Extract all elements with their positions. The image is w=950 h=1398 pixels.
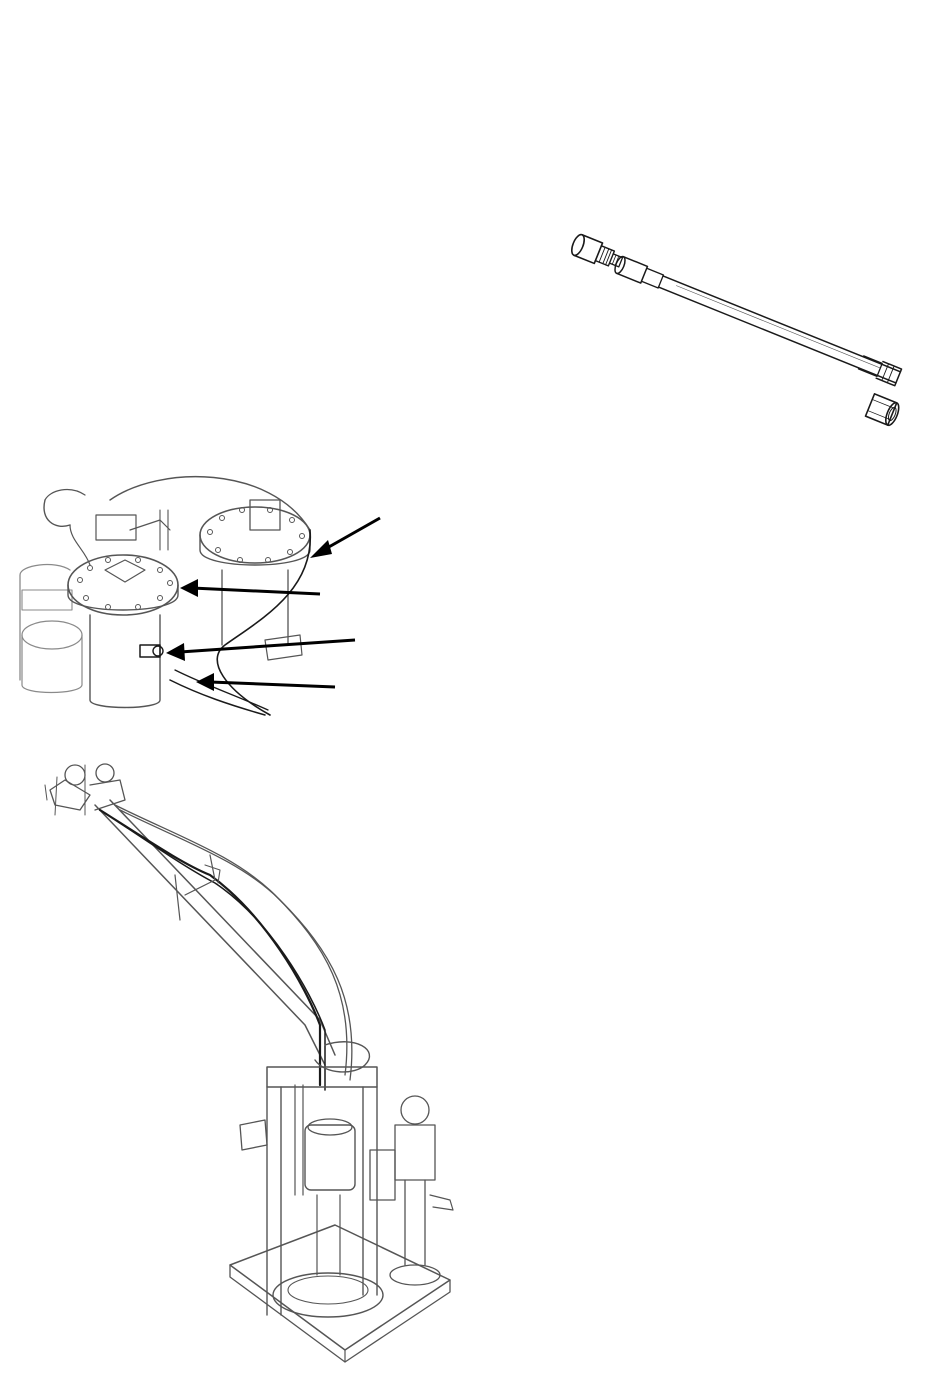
male-fitting-left [569,233,625,273]
callout-arrow-2 [180,579,320,597]
hose-body [613,255,902,386]
right-pump-lid [200,500,310,660]
inlet-fitting [140,645,163,657]
callout-arrow-3 [166,640,355,661]
hose-assembly-illustration [540,215,920,465]
female-nut-right [866,394,902,427]
hose-assembly-figure [540,215,920,465]
center-pump-lid [68,510,178,708]
left-pump-body [20,565,82,693]
boom-system-figure [35,755,465,1365]
control-box [240,1120,267,1150]
gun-manifold [45,764,125,815]
boom-proportioner-illustration [35,755,465,1365]
frame [267,1067,383,1317]
callout-arrow-1 [310,518,380,558]
side-pump [370,1096,453,1285]
pump-lid-detail-figure [10,470,390,730]
boom-arm [95,800,352,1090]
pump-lid-callout-illustration [10,470,390,730]
